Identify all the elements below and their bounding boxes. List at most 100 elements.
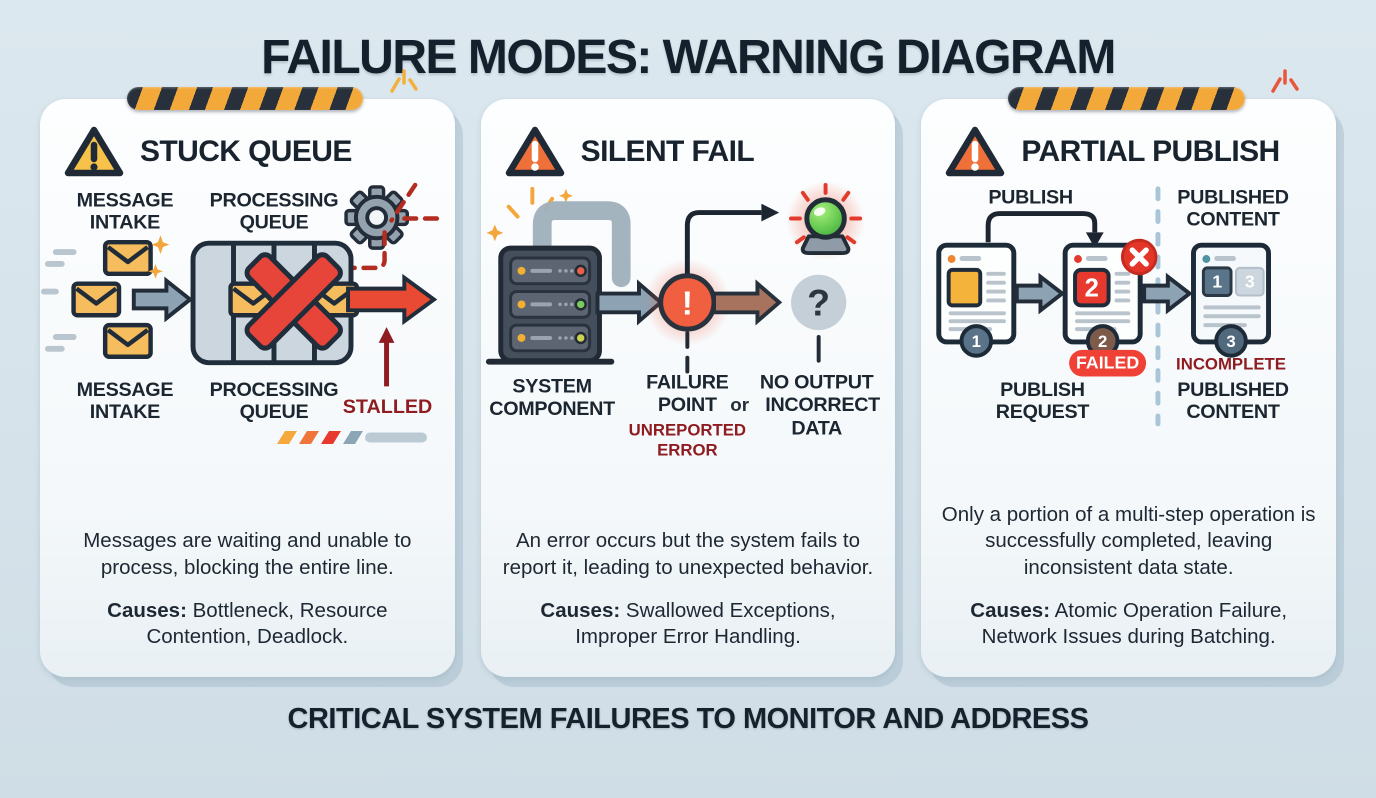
flow-arrow [1142, 272, 1194, 315]
blocked-x-icon [244, 252, 343, 351]
panel-title: PARTIAL PUBLISH [1021, 135, 1280, 168]
system-component-label: SYSTEM [512, 375, 591, 397]
publish-elbow-arrow [986, 211, 1104, 249]
failure-exclamation: ! [681, 285, 692, 322]
page-title: FAILURE MODES: WARNING DIAGRAM [261, 31, 1116, 84]
step-badge [1214, 324, 1249, 358]
svg-text:CONTENT: CONTENT [1187, 208, 1281, 230]
svg-text:POINT: POINT [658, 394, 717, 416]
stalled-pointer-arrow [378, 327, 395, 387]
causes-label: Causes: [970, 598, 1051, 622]
failure-point-label: FAILURE [646, 371, 728, 393]
svg-text:INTAKE: INTAKE [90, 211, 160, 233]
hazard-stripe-bar [1008, 87, 1245, 110]
stalled-label: STALLED [343, 396, 433, 418]
panel-causes: Causes: Swallowed Exceptions, Improper E… [512, 598, 864, 651]
gear-icon [344, 185, 410, 250]
envelope-icon [105, 242, 150, 274]
causes-label: Causes: [107, 598, 187, 622]
stuck-queue-diagram: MESSAGE INTAKE PROCESSING QUEUE [40, 182, 440, 423]
panel-description: Only a portion of a multi-step operation… [941, 502, 1316, 580]
panel-silent-fail: SILENT FAIL [480, 99, 896, 677]
question-mark: ? [807, 281, 830, 323]
document-step1: 1 [936, 242, 1017, 358]
panel-text: Only a portion of a multi-step operation… [921, 502, 1336, 677]
panel-description: Messages are waiting and unable to proce… [83, 529, 412, 580]
unreported-error-label: UNREPORTED [628, 421, 745, 440]
message-intake-label-top: MESSAGE [77, 190, 174, 212]
published-content-label-top: PUBLISHED [1178, 187, 1289, 209]
slash-divider [40, 430, 455, 446]
panel-text: Messages are waiting and unable to proce… [40, 528, 455, 677]
panel-causes: Causes: Atomic Operation Failure, Networ… [943, 598, 1315, 651]
publish-request-label: PUBLISH [1001, 379, 1086, 401]
causes-text: Atomic Operation Failure, Network Issues… [981, 598, 1288, 649]
panel-text: An error occurs but the system fails to … [481, 528, 896, 677]
svg-text:INTAKE: INTAKE [90, 401, 160, 423]
stalled-output-arrow [346, 273, 438, 326]
panel-header: STUCK QUEUE [40, 117, 455, 179]
panel-causes: Causes: Bottleneck, Resource Contention,… [82, 598, 412, 651]
message-intake-label-bottom: MESSAGE [77, 379, 174, 401]
no-output-label: NO OUTPUT [760, 371, 874, 393]
malfunction-dashed-path [343, 182, 440, 271]
incomplete-label: INCOMPLETE [1176, 355, 1286, 374]
monitor-elbow-arrow [684, 203, 779, 274]
hazard-stripe-bar [127, 87, 364, 110]
svg-text:3: 3 [1245, 272, 1255, 292]
document-incomplete: 1 3 3 [1191, 242, 1272, 358]
panel-header: SILENT FAIL [481, 117, 896, 179]
failed-pill [1069, 349, 1147, 377]
panel-title: STUCK QUEUE [140, 135, 352, 168]
svg-text:QUEUE: QUEUE [240, 401, 309, 423]
panel-description: An error occurs but the system fails to … [502, 529, 874, 580]
processing-queue-label-top: PROCESSING [210, 190, 339, 212]
causes-label: Causes: [540, 598, 621, 622]
processing-queue-box [190, 240, 357, 366]
causes-text: Swallowed Exceptions, Improper Error Han… [575, 598, 836, 649]
step-badge [959, 324, 994, 358]
svg-text:ERROR: ERROR [657, 440, 718, 459]
document-step2-failed: 2 2 FAILED [1063, 238, 1158, 377]
panel-header: PARTIAL PUBLISH [921, 117, 1336, 179]
sparkle-icon [486, 224, 503, 242]
spark-icon [389, 69, 418, 93]
silent-fail-diagram: ! ? [485, 181, 880, 459]
sparkle-icon [558, 188, 573, 203]
partial-publish-diagram: PUBLISH PUBLISHED CONTENT [936, 186, 1289, 427]
warning-triangle-icon [946, 126, 1005, 177]
svg-text:CONTENT: CONTENT [1187, 401, 1281, 423]
svg-text:1: 1 [972, 332, 981, 351]
svg-text:3: 3 [1227, 332, 1236, 351]
or-label: or [730, 394, 749, 415]
svg-text:2: 2 [1085, 275, 1099, 303]
svg-text:REQUEST: REQUEST [996, 401, 1090, 423]
panel-title: SILENT FAIL [580, 135, 755, 168]
status-lamp-icon [785, 181, 865, 260]
svg-text:INCORRECT: INCORRECT [765, 394, 880, 416]
svg-text:2: 2 [1098, 332, 1107, 351]
failed-label: FAILED [1076, 353, 1139, 373]
causes-text: Bottleneck, Resource Contention, Deadloc… [146, 598, 388, 649]
svg-text:DATA: DATA [791, 418, 842, 440]
sparkle-icon [148, 235, 170, 279]
incoming-messages [40, 235, 170, 357]
publish-label: PUBLISH [989, 187, 1074, 209]
panel-stuck-queue: STUCK QUEUE MESSAGE INTAKE PROCESSING QU… [40, 69, 455, 677]
spark-icon [1271, 69, 1299, 93]
envelope-icon [74, 284, 119, 316]
svg-text:1: 1 [1213, 272, 1223, 292]
unknown-output-icon [790, 274, 846, 331]
panel-partial-publish: PARTIAL PUBLISH PUBLISH PUBLISHED CONTEN… [921, 69, 1337, 677]
published-content-label-bottom: PUBLISHED [1178, 379, 1289, 401]
envelope-icon [105, 325, 150, 357]
processing-queue-label-bottom: PROCESSING [210, 379, 339, 401]
warning-triangle-icon [505, 126, 564, 177]
svg-text:COMPONENT: COMPONENT [489, 398, 615, 420]
intake-arrow [131, 276, 194, 323]
panel-row: STUCK QUEUE MESSAGE INTAKE PROCESSING QU… [0, 69, 1376, 677]
page-footer: CRITICAL SYSTEM FAILURES TO MONITOR AND … [287, 703, 1089, 735]
error-x-badge [1121, 238, 1158, 276]
server-icon [485, 201, 631, 365]
silent-output-arrow [711, 279, 782, 326]
